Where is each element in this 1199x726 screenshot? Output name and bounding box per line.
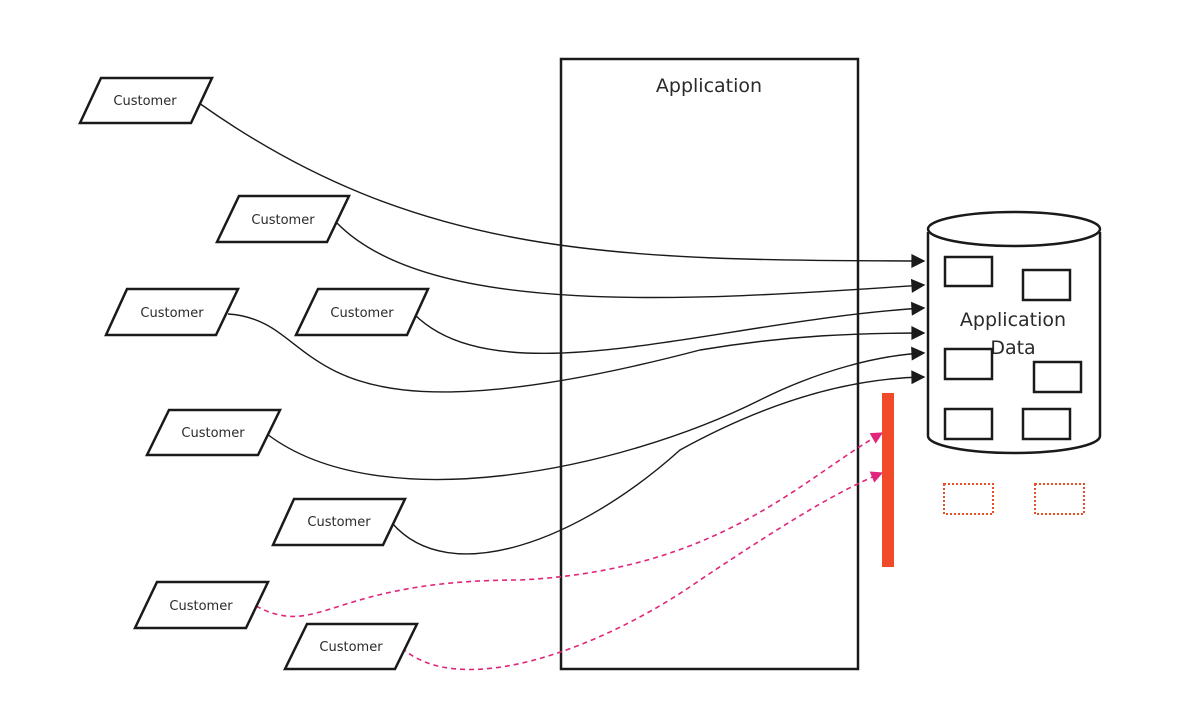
data-record [1032,360,1083,394]
data-record [943,255,994,288]
customer-label: Customer [140,306,204,321]
customer-label: Customer [169,599,233,614]
blocked-connection-2 [401,471,884,671]
connection-1 [198,102,926,268]
connection-4 [227,313,926,393]
data-record [943,407,994,441]
datastore-label-line2: Data [990,337,1035,359]
data-record [1021,268,1072,302]
customer-label: Customer [251,213,315,228]
customer-label: Customer [319,640,383,655]
connection-6 [391,370,926,555]
customer-node: Customer [294,287,430,337]
dotted-record [1034,483,1085,515]
customer-label: Customer [181,426,245,441]
customer-node: Customer [271,497,407,547]
connections [198,102,926,555]
customer-node: Customer [104,287,240,337]
unreachable-records [943,483,1085,515]
connection-2 [335,221,926,299]
customer-node: Customer [144,408,283,457]
connection-3 [413,301,926,355]
application-label: Application [656,75,762,97]
customer-label: Customer [307,515,371,530]
customer-node: Customer [215,194,351,244]
connection-5 [266,346,926,481]
application-box: Application [559,57,860,671]
datastore-label-line1: Application [960,309,1066,331]
blocked-connection-1 [255,432,884,618]
customer-node: Customer [78,76,214,125]
blocked-connections [255,432,884,671]
dotted-record [943,483,994,515]
data-record [1021,407,1072,441]
customer-label: Customer [330,306,394,321]
customer-node: Customer [282,622,420,671]
customer-node: Customer [133,580,270,630]
data-records [943,255,1083,441]
data-record [943,347,994,381]
access-barrier [882,393,894,567]
customer-label: Customer [113,94,177,109]
